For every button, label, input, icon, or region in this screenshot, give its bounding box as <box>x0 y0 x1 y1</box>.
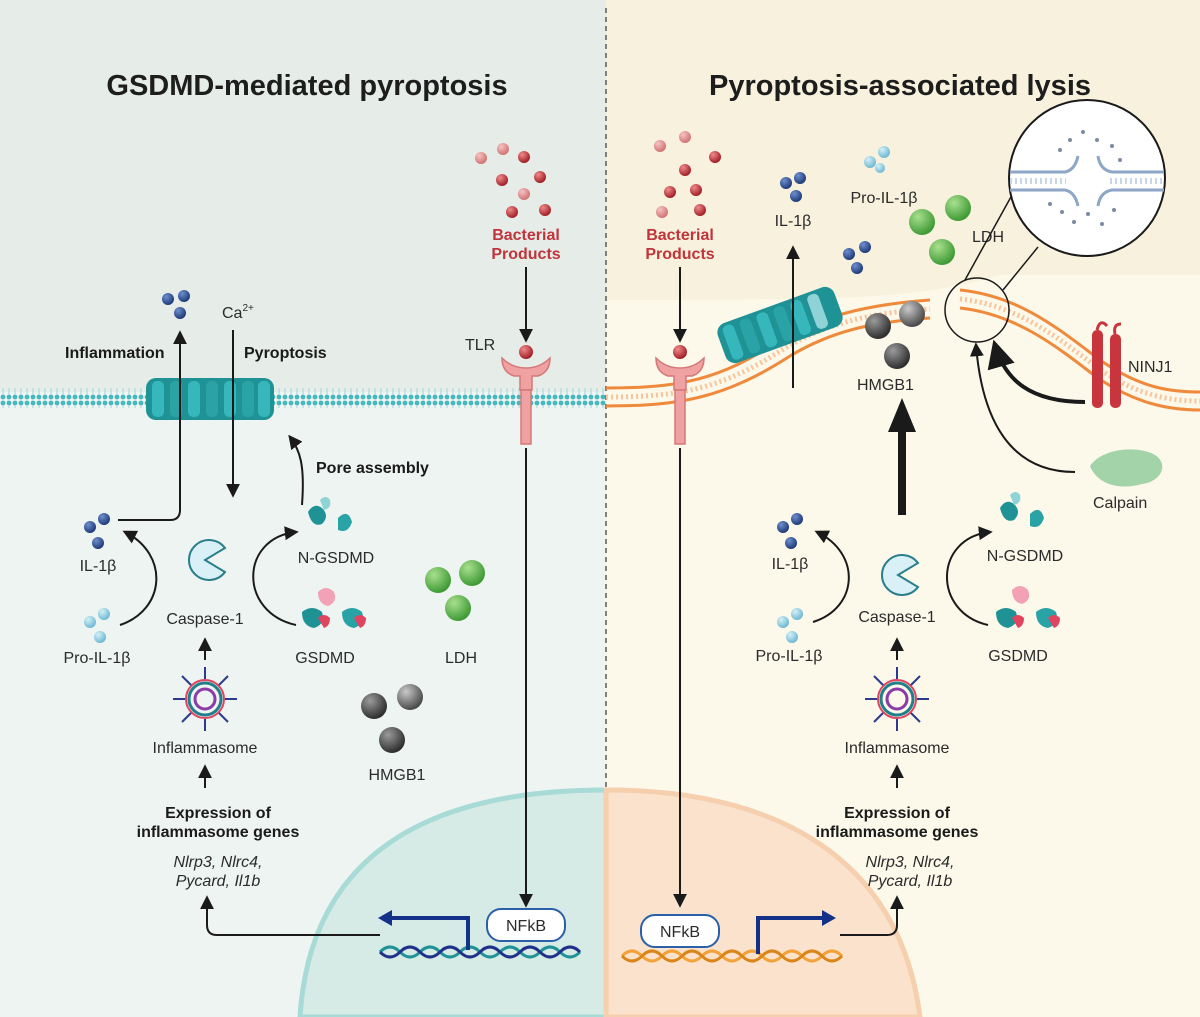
gsdmd-cleavage-arrow <box>252 526 299 626</box>
gsdmd-cleavage-arrow-right <box>946 526 993 626</box>
pro-il1b-label: Pro-IL-1β <box>64 650 131 667</box>
calcium-label: Ca2+ <box>222 303 254 322</box>
left-plasma-membrane <box>0 388 606 408</box>
pro-il1b-cluster-right <box>777 608 803 643</box>
genes-line1: Nlrp3, Nlrc4, <box>174 854 263 871</box>
ninj1-label: NINJ1 <box>1128 359 1173 376</box>
zoom-connector-1 <box>1002 246 1039 291</box>
zoom-connector-2 <box>964 194 1013 281</box>
expression-line1: Expression of <box>165 805 271 822</box>
gsdmd-icon <box>302 588 366 628</box>
inflammasome-icon <box>173 667 237 731</box>
left-panel-title: GSDMD-mediated pyroptosis <box>106 70 507 102</box>
pore-assembly-label: Pore assembly <box>316 460 429 477</box>
bacterial-products-line2: Products <box>491 246 560 263</box>
pro-il1b-right-label: Pro-IL-1β <box>756 648 823 665</box>
il1b-top-label: IL-1β <box>775 213 812 230</box>
transcription-start-right <box>756 916 822 954</box>
ninj1-icon <box>1092 321 1122 408</box>
ninj1-rupture-arrow <box>987 339 1086 404</box>
il1b-label: IL-1β <box>80 558 117 575</box>
left-extracellular-area <box>0 0 606 392</box>
caspase1-icon-right <box>881 554 920 596</box>
ldh-cluster <box>425 560 485 621</box>
nfkb-right-label: NFkB <box>660 924 700 941</box>
calpain-rupture-arrow <box>969 342 1076 473</box>
caspase1-icon <box>188 539 227 581</box>
il1b-cleavage-arrow <box>119 530 158 626</box>
inflammasome-right-label: Inflammasome <box>845 740 950 757</box>
zoom-lens-circle <box>1008 99 1166 257</box>
dna-left <box>378 945 582 959</box>
zoom-origin-circle <box>944 277 1010 343</box>
right-panel-title: Pyroptosis-associated lysis <box>709 70 1091 102</box>
pyroptosis-label: Pyroptosis <box>244 345 327 362</box>
hmgb1-cluster-right <box>865 301 925 369</box>
nfkb-right-badge <box>640 914 720 948</box>
right-nucleus <box>603 787 923 1017</box>
tlr-receptor-icon-right <box>655 345 705 445</box>
pro-il1b-top-label: Pro-IL-1β <box>851 190 918 207</box>
inflammasome-label: Inflammasome <box>153 740 258 757</box>
n-gsdmd-label: N-GSDMD <box>298 550 374 567</box>
calpain-label: Calpain <box>1093 495 1147 512</box>
inflammation-label: Inflammation <box>65 345 165 362</box>
bacterial-products-right-line2: Products <box>645 246 714 263</box>
transcription-to-expression-arrow <box>200 895 380 936</box>
bacterial-products-line1: Bacterial <box>492 227 560 244</box>
left-nucleus <box>297 787 609 1017</box>
transcription-start-left <box>392 916 470 950</box>
dna-right <box>620 949 844 963</box>
expression-right-line1: Expression of <box>844 805 950 822</box>
gsdmd-right-label: GSDMD <box>988 648 1048 665</box>
calpain-icon <box>1090 449 1163 487</box>
gsdmd-pore-right <box>717 286 843 364</box>
expression-right-line2: inflammasome genes <box>816 824 979 841</box>
n-gsdmd-icon <box>308 497 352 531</box>
caspase1-right-label: Caspase-1 <box>858 609 935 626</box>
gsdmd-label: GSDMD <box>295 650 355 667</box>
nfkb-left-badge <box>486 908 566 942</box>
bacterial-products-right-line1: Bacterial <box>646 227 714 244</box>
transcription-arrowhead-left <box>378 910 392 926</box>
thick-arrow-head <box>888 398 916 432</box>
transcription-to-expression-arrow-right <box>840 895 904 936</box>
tlr-label: TLR <box>465 337 495 354</box>
gsdmd-pore <box>146 378 274 420</box>
n-gsdmd-right-label: N-GSDMD <box>987 548 1063 565</box>
transcription-arrowhead-right <box>822 910 836 926</box>
il1b-cleavage-arrow-right <box>812 530 850 623</box>
tlr-receptor-icon <box>501 345 551 445</box>
membrane-rupture-inset <box>1010 130 1164 226</box>
il1b-release-arrow <box>118 330 187 521</box>
il1b-released-right <box>780 172 806 202</box>
nfkb-left-label: NFkB <box>506 918 546 935</box>
il1b-released-cluster <box>162 290 190 319</box>
pore-assembly-arrow <box>288 434 304 506</box>
bacterial-products-cluster-right <box>654 131 721 218</box>
il1b-cluster-right <box>777 513 803 549</box>
right-cytoplasm-shape <box>606 275 1200 392</box>
il1b-right-label: IL-1β <box>772 556 809 573</box>
inflammasome-icon-right <box>865 667 929 731</box>
genes-right-line1: Nlrp3, Nlrc4, <box>866 854 955 871</box>
n-gsdmd-icon-right <box>1000 492 1044 527</box>
pro-il1b-cluster <box>84 608 110 643</box>
il1b-cluster <box>84 513 110 549</box>
hmgb1-right-label: HMGB1 <box>857 377 914 394</box>
il1b-scatter-right <box>843 241 871 274</box>
expression-line2: inflammasome genes <box>137 824 300 841</box>
bacterial-products-cluster <box>475 143 551 218</box>
hmgb1-label: HMGB1 <box>369 767 426 784</box>
caspase1-label: Caspase-1 <box>166 611 243 628</box>
gsdmd-icon-right <box>996 586 1060 628</box>
ldh-label: LDH <box>445 650 477 667</box>
pro-il1b-released-right <box>864 146 890 173</box>
genes-right-line2: Pycard, Il1b <box>868 873 953 890</box>
ldh-cluster-right <box>909 195 971 265</box>
hmgb1-cluster <box>361 684 423 753</box>
genes-line2: Pycard, Il1b <box>176 873 261 890</box>
